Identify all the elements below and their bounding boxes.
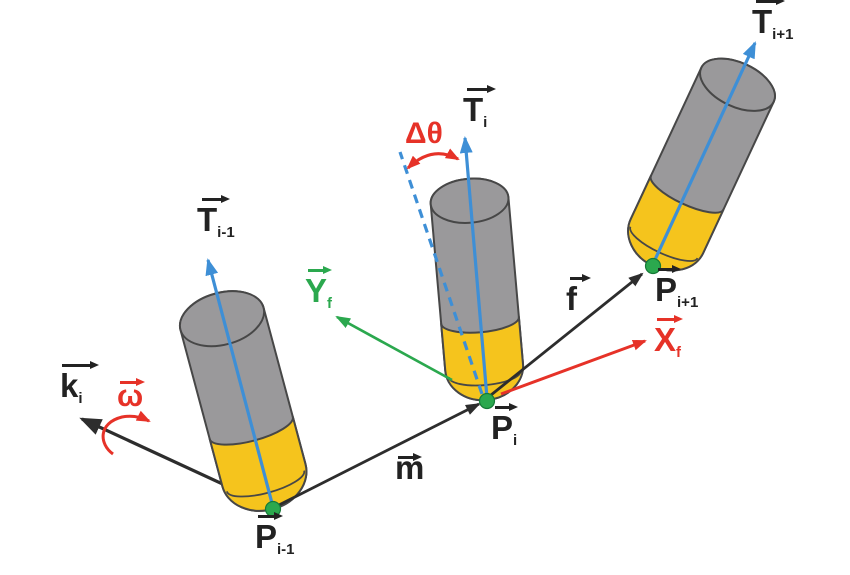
f-vector-arrow: [490, 272, 644, 397]
vector-overbar-arrow: [120, 381, 137, 384]
vector-overbar-arrow: [398, 456, 414, 459]
contact-point-curr: [478, 392, 496, 410]
label-point-curr: Pi: [491, 406, 517, 448]
label-f-vector: f: [566, 277, 583, 319]
label-subscript: i: [483, 113, 488, 131]
tool-next: [627, 57, 776, 272]
label-tool-axis-curr: Ti: [463, 88, 488, 130]
label-xf-axis: Xf: [654, 318, 681, 360]
label-symbol: T: [463, 90, 484, 128]
label-k-vector: ki: [60, 364, 91, 406]
yf-axis-arrow: [335, 315, 453, 382]
xf-axis-arrow: [500, 339, 647, 396]
label-yf-axis: Yf: [305, 269, 332, 311]
tool-tip: [627, 174, 725, 272]
vector-overbar-arrow: [308, 269, 324, 272]
label-subscript: i+1: [677, 293, 699, 311]
label-delta-theta: Δθ: [405, 119, 443, 149]
label-tool-axis-next: Ti+1: [752, 0, 793, 42]
label-symbol: Y: [305, 271, 328, 309]
vector-overbar-arrow: [62, 364, 91, 367]
label-subscript: i-1: [217, 223, 235, 241]
label-symbol: T: [752, 2, 773, 40]
m-vector-arrow: [276, 402, 481, 508]
vector-overbar-arrow: [658, 268, 673, 271]
label-point-next: Pi+1: [655, 268, 698, 310]
vector-overbar-arrow: [657, 318, 675, 321]
label-symbol: Δθ: [405, 117, 443, 150]
vector-overbar-arrow: [495, 406, 510, 409]
vector-overbar-arrow: [258, 515, 275, 518]
label-point-prev: Pi-1: [255, 515, 295, 557]
label-subscript: i: [513, 431, 518, 449]
spindle-rotation-arrow: [101, 410, 151, 456]
label-subscript: i+1: [772, 25, 794, 43]
label-m-vector: m: [395, 451, 424, 488]
contact-point-next: [644, 257, 662, 275]
tool-curr: [429, 177, 525, 402]
label-subscript: i: [78, 389, 83, 407]
vector-overbar-arrow: [570, 277, 583, 280]
label-subscript: i-1: [277, 540, 295, 558]
label-omega: ω: [117, 380, 143, 415]
label-symbol: P: [655, 270, 678, 308]
tool-axis-arrow-prev: [205, 258, 275, 508]
label-symbol: P: [491, 408, 514, 446]
delta-theta-arc: [406, 148, 460, 170]
label-subscript: f: [327, 294, 333, 312]
label-symbol: P: [255, 517, 278, 555]
tool-axis-arrow-next: [651, 41, 757, 265]
prev-orientation-dashed-line: [398, 151, 484, 395]
label-subscript: f: [676, 343, 682, 361]
label-symbol: X: [654, 320, 677, 358]
vector-overbar-arrow: [202, 198, 222, 201]
vector-overbar-arrow: [756, 0, 777, 3]
tool-axis-arrow-curr: [459, 136, 489, 399]
label-symbol: k: [60, 366, 79, 404]
label-symbol: T: [197, 200, 218, 238]
label-tool-axis-prev: Ti-1: [197, 198, 235, 240]
vector-overbar-arrow: [467, 88, 488, 91]
label-symbol: f: [566, 279, 577, 317]
